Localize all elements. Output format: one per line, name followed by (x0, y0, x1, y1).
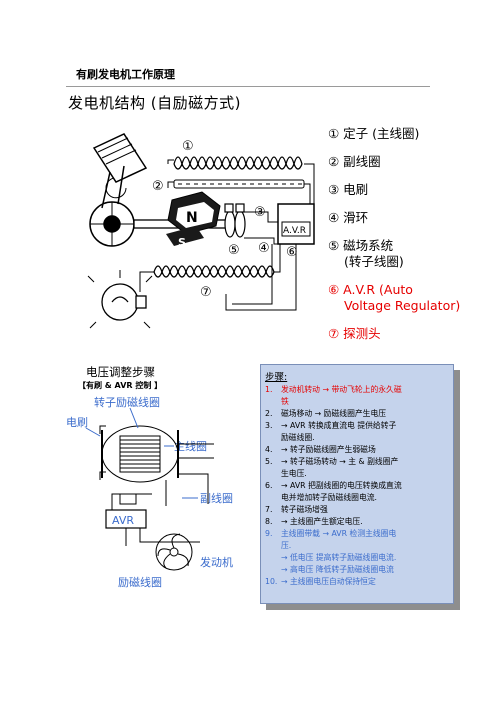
voltage-regulation-title: 电压调整步骤 (86, 365, 155, 379)
legend-item-rotor-coil: (转子线圈) (344, 254, 404, 269)
magnet-n-label: N (186, 210, 198, 226)
step-item: 励磁线圈. (281, 433, 315, 442)
detection-coil (153, 265, 275, 278)
step-item: 7.转子磁场增强 (265, 505, 328, 514)
legend-item-field-system: ⑤ 磁场系统 (328, 238, 394, 253)
legend-item-sub-coil: ② 副线圈 (328, 154, 381, 169)
light-bulb-icon (87, 270, 153, 329)
callout-3: ③ (254, 205, 266, 220)
callout-1: ① (182, 139, 194, 154)
avr-box: A.V.R (277, 203, 315, 245)
step-item: 2.磁场移动 → 励磁线圈产生电压 (265, 409, 387, 418)
step-item: 4.→ 转子励磁线圈产生弱磁场 (265, 445, 376, 454)
step-item: 10.→ 主线圈电压自动保持恒定 (265, 577, 376, 586)
avr-block: AVR (105, 493, 200, 546)
legend-item-avr: ⑥ A.V.R (Auto (328, 282, 413, 297)
step-item: 铁 (281, 397, 289, 406)
legend-item-slip-ring: ④ 滑环 (328, 210, 369, 225)
callout-7: ⑦ (200, 285, 212, 300)
legend-item-probe: ⑦ 探测头 (328, 326, 381, 341)
label-brush: 电刷 (66, 416, 88, 429)
voltage-regulation-subtitle: 【有刷 & AVR 控制 】 (78, 381, 163, 390)
steps-box: 步骤: 1.发动机转动 → 带动飞轮上的永久磁 铁 2.磁场移动 → 励磁线圈产… (260, 364, 454, 604)
step-item: 生电压. (281, 469, 307, 478)
callout-2: ② (152, 179, 164, 194)
magnet-s-label: S (178, 236, 186, 249)
wires (139, 159, 315, 311)
callout-4: ④ (258, 241, 270, 256)
engine-fan-icon (155, 533, 193, 571)
structure-section-title: 发电机结构 (自励磁方式) (68, 94, 241, 112)
avr-block-label: AVR (112, 514, 134, 527)
engine-piston (89, 133, 148, 247)
steps-heading: 步骤: (265, 372, 288, 383)
step-item: 1.发动机转动 → 带动飞轮上的永久磁 (265, 385, 402, 394)
step-item: → 低电压 提高转子励磁线圈电流. (281, 553, 397, 562)
legend-item-avr-full: Voltage Regulator) (344, 298, 461, 313)
step-item: 电并增加转子励磁线圈电流. (281, 493, 378, 502)
header-divider (66, 86, 430, 87)
step-item: → 高电压 降低转子励磁线圈电流 (281, 565, 394, 574)
legend-item-brush: ③ 电刷 (328, 182, 369, 197)
sub-coil (173, 179, 305, 189)
step-item: 6.→ AVR 把副线圈的电压转换成直流 (265, 481, 402, 490)
generator-structure-diagram: N S A.V.R ① ② ③ ④ ⑤ ⑥ ⑦ (87, 133, 315, 329)
rotor-coil-drawing (99, 425, 214, 506)
step-item: 9.主线圈带载 → AVR 检测主线圈电 (265, 529, 397, 538)
page-title: 有刷发电机工作原理 (76, 68, 175, 81)
callout-6: ⑥ (286, 245, 298, 260)
pointer-lines (85, 407, 198, 499)
slip-rings (224, 203, 246, 238)
callout-5: ⑤ (228, 243, 240, 258)
voltage-regulation-diagram: 转子励磁线圈 电刷 主线圈 副线圈 发动机 励磁线圈 AVR (66, 395, 233, 589)
step-item: 压. (281, 541, 292, 550)
step-item: 8.→ 主线圈产生额定电压. (265, 517, 363, 526)
step-item: 5.→ 转子磁场转动 → 主 & 副线圈产 (265, 457, 399, 466)
step-item: 3.→ AVR 转换成直流电 提供给转子 (265, 421, 397, 430)
stator-coil (173, 156, 303, 170)
steps-list: 1.发动机转动 → 带动飞轮上的永久磁 铁 2.磁场移动 → 励磁线圈产生电压 … (265, 384, 449, 588)
label-engine: 发动机 (200, 555, 233, 569)
avr-label: A.V.R (283, 226, 306, 236)
label-rotor-coil: 转子励磁线圈 (94, 395, 160, 409)
label-exciter-coil: 励磁线圈 (118, 575, 162, 589)
legend-item-stator: ① 定子 (主线圈) (328, 126, 420, 141)
label-main-coil: 主线圈 (174, 439, 207, 453)
label-sub-coil: 副线圈 (200, 491, 233, 505)
rotor-magnet: N S (166, 191, 221, 249)
